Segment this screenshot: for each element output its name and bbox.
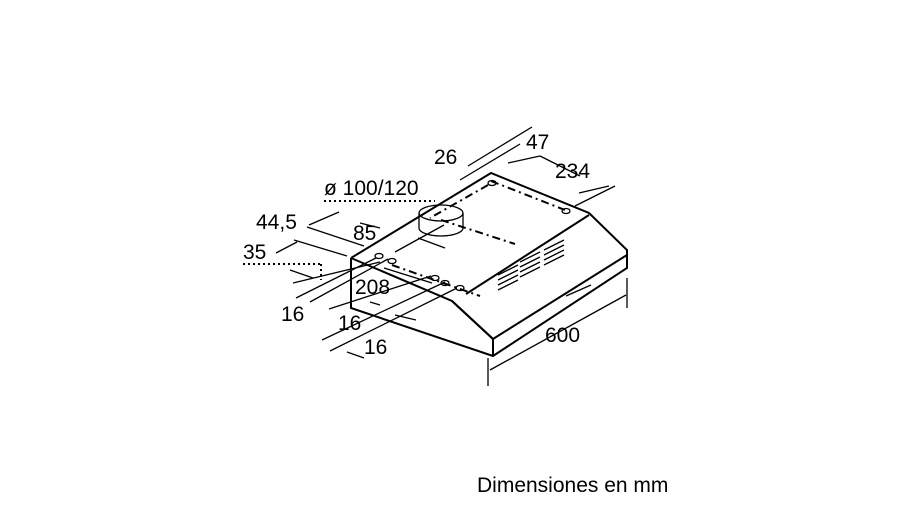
vent-grilles xyxy=(497,239,565,291)
dim-26: 26 xyxy=(434,146,457,169)
centre-lines xyxy=(243,180,566,297)
dim-44-5: 44,5 xyxy=(256,211,297,234)
dim-16-c: 16 xyxy=(364,336,387,359)
dim-16-b: 16 xyxy=(338,312,361,335)
dim-16-a: 16 xyxy=(281,303,304,326)
mounting-holes xyxy=(374,179,571,292)
dim-234: 234 xyxy=(555,160,590,183)
dim-600: 600 xyxy=(545,324,580,347)
units-caption: Dimensiones en mm xyxy=(477,474,669,497)
dim-35: 35 xyxy=(243,241,266,264)
dim-duct-diameter: ø 100/120 xyxy=(324,177,419,200)
dim-208: 208 xyxy=(355,276,390,299)
hood-outline xyxy=(350,171,628,358)
dimension-lines xyxy=(275,126,628,386)
dim-47: 47 xyxy=(526,131,549,154)
dim-85: 85 xyxy=(353,222,376,245)
